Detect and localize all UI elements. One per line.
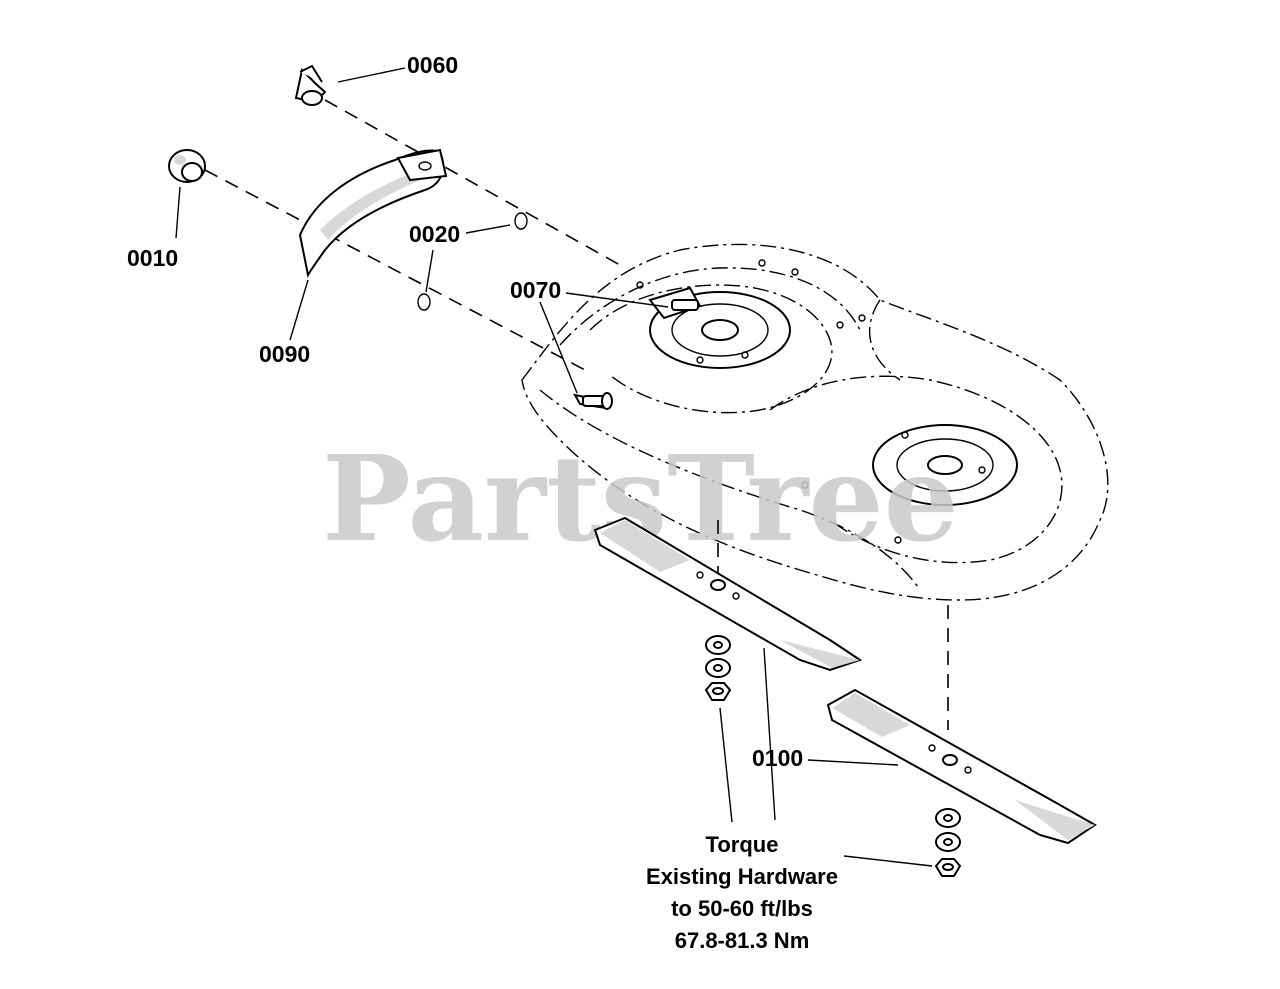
hardware-stack-right [934, 808, 962, 877]
blade-right-0100 [826, 688, 1097, 845]
torque-note: Torque Existing Hardware to 50-60 ft/lbs… [646, 832, 838, 953]
callout-0060: 0060 [407, 52, 458, 78]
callout-0090: 0090 [259, 341, 310, 367]
washers-0020 [417, 212, 528, 311]
torque-note-line2: Existing Hardware [646, 864, 838, 889]
torque-note-line4: 67.8-81.3 Nm [675, 928, 810, 953]
wing-nut-0060 [294, 64, 327, 106]
carriage-bolt [582, 392, 613, 410]
callout-0100: 0100 [752, 745, 803, 771]
leader-lines [175, 67, 933, 867]
callout-0070: 0070 [510, 277, 561, 303]
deflector-0090 [298, 148, 448, 278]
blade-left-0100 [593, 516, 863, 672]
torque-note-line1: Torque [706, 832, 779, 857]
torque-note-line3: to 50-60 ft/lbs [671, 896, 813, 921]
assembly-lines [204, 99, 949, 730]
hardware-stack-left [704, 635, 732, 701]
mower-deck [521, 243, 1109, 601]
callout-0010: 0010 [127, 245, 178, 271]
knob-0010 [168, 149, 206, 183]
callout-0020: 0020 [409, 221, 460, 247]
